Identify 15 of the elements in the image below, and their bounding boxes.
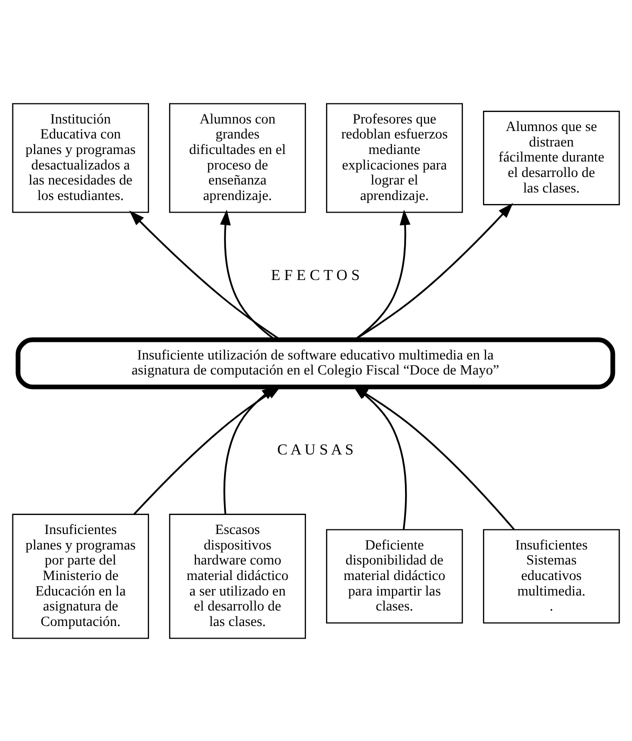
node-box: Insuficiente utilización de software educativo multimedia en la asignatura de computación en el Colegio Fiscal “Doce de Mayo” (16, 336, 616, 389)
node-box: Deficiente disponibilidad de material didáctico para impartir las clases. (326, 528, 463, 624)
node-box: Alumnos que se distraen fácilmente durante el desarrollo de las clases. (482, 110, 620, 205)
node-box: Insuficientes Sistemas educativos multimedia. . (482, 528, 620, 624)
arrow (354, 209, 410, 340)
arrow (354, 202, 514, 340)
label: C A U S A S (277, 441, 354, 458)
node-box: Escasos dispositivos hardware como material didáctico a ser utilizado en el desarrollo de las clases. (169, 513, 306, 638)
node-box: Insuficientes planes y programas por parte del Ministerio de Educación en la asignatura de Computación. (12, 513, 150, 638)
node-box: Institución Educativa con planes y programas desactualizados a las necesidades de los estudiantes. (12, 102, 150, 212)
arrow (129, 210, 281, 340)
node-box: Profesores que redoblan esfuerzos mediante explicaciones para lograr el aprendizaje. (326, 102, 463, 212)
label: E F E C T O S (270, 266, 360, 284)
node-box: Alumnos con grandes dificultades en el proceso de enseñanza aprendizaje. (169, 102, 306, 212)
arrow (220, 209, 276, 340)
